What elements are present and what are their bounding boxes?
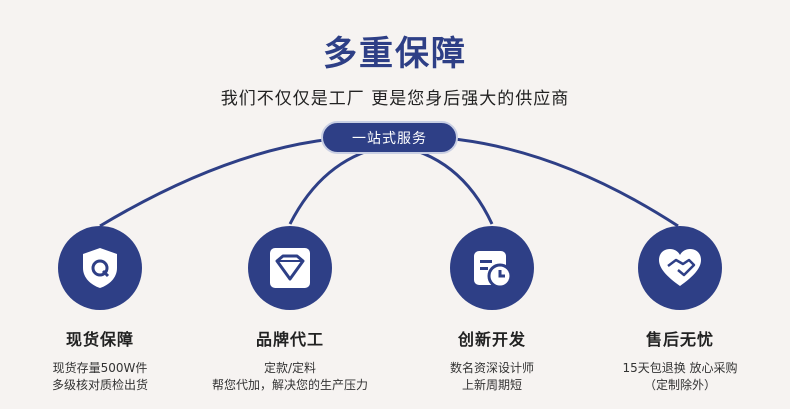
feature-innovation: 创新开发 数名资深设计师 上新周期短 [397, 226, 587, 394]
feature-icon-circle [248, 226, 332, 310]
feature-after-sales: 售后无忧 15天包退换 放心采购 （定制除外） [585, 226, 775, 394]
feature-icon-circle [58, 226, 142, 310]
feature-icon-circle [450, 226, 534, 310]
feature-title: 品牌代工 [255, 330, 324, 349]
feature-title: 售后无忧 [645, 330, 714, 349]
feature-desc-line2: 多级核对质检出货 [51, 378, 148, 392]
page-subtitle: 我们不仅仅是工厂 更是您身后强大的供应商 [220, 89, 570, 109]
feature-desc-line1: 15天包退换 放心采购 [622, 361, 738, 375]
feature-desc-line2: 帮您代加，解决您的生产压力 [211, 378, 368, 392]
diamond-icon [270, 248, 310, 288]
feature-title: 现货保障 [65, 330, 134, 349]
feature-icon-circle [638, 226, 722, 310]
one-stop-service-pill: 一站式服务 [321, 121, 458, 154]
pill-label: 一站式服务 [352, 130, 427, 147]
feature-stock-guarantee: 现货保障 现货存量500W件 多级核对质检出货 [5, 226, 195, 394]
feature-desc-line1: 现货存量500W件 [52, 361, 148, 375]
heart-handshake-icon [659, 249, 701, 286]
feature-brand-oem: 品牌代工 定款/定料 帮您代加，解决您的生产压力 [195, 226, 385, 394]
page-title: 多重保障 [323, 34, 467, 74]
feature-desc-line1: 数名资深设计师 [449, 361, 534, 375]
feature-desc-line2: （定制除外） [643, 378, 716, 392]
feature-desc-line2: 上新周期短 [461, 378, 522, 392]
feature-title: 创新开发 [457, 330, 526, 349]
feature-desc-line1: 定款/定料 [263, 361, 317, 375]
calendar-clock-icon [474, 251, 513, 289]
shield-q-icon [83, 248, 117, 288]
